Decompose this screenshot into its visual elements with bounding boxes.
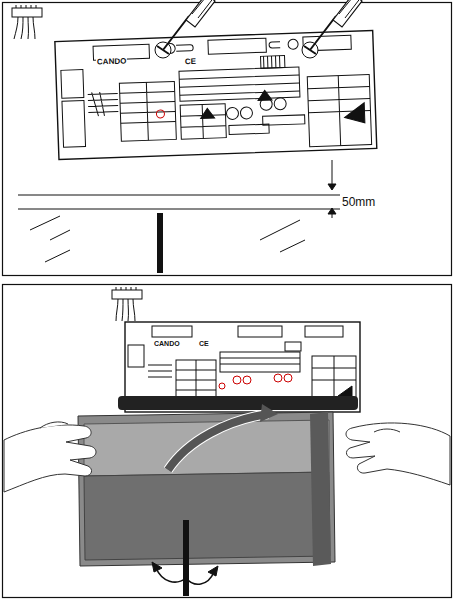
cover bbox=[78, 404, 335, 566]
door-glass bbox=[18, 195, 340, 273]
door-rod bbox=[152, 520, 218, 596]
logo-mark: CE bbox=[184, 58, 197, 66]
logo-mark: CANDO bbox=[153, 340, 181, 347]
connector-plug bbox=[112, 287, 142, 321]
screwdriver bbox=[302, 0, 362, 58]
connector-plug bbox=[12, 5, 42, 39]
logo-mark: CANDO bbox=[96, 57, 128, 66]
screwdriver bbox=[155, 0, 215, 58]
cover-clip bbox=[118, 396, 358, 410]
hand bbox=[4, 422, 96, 492]
control-unit bbox=[55, 30, 377, 159]
hand bbox=[346, 423, 450, 485]
dimension-label: 50mm bbox=[342, 196, 375, 208]
dimension-50mm bbox=[328, 160, 336, 218]
logo-mark: CE bbox=[198, 340, 210, 347]
panel-frame bbox=[3, 285, 452, 598]
panel-frame bbox=[3, 3, 452, 276]
